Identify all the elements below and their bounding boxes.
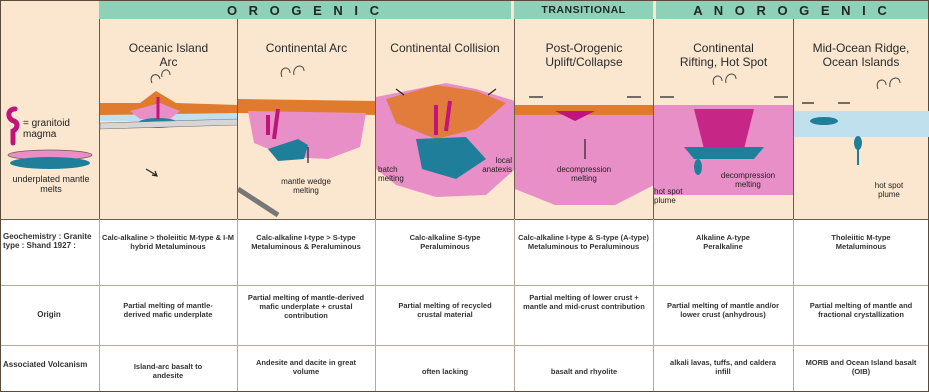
- row-divider-2: [1, 345, 928, 346]
- header-orogenic: O R O G E N I C: [99, 1, 511, 19]
- cell-volc-post-orogenic: basalt and rhyolite: [521, 367, 647, 376]
- cell-volc-continental-arc: Andesite and dacite in great volume: [255, 358, 357, 376]
- cell-origin-continental-arc: Partial melting of mantle-derived mafic …: [247, 293, 365, 320]
- title-continental-collision: Continental Collision: [376, 41, 514, 55]
- cell-volc-mid-ocean-ridge: MORB and Ocean Island basalt (OIB): [801, 358, 921, 376]
- cell-volc-oceanic-island-arc: Island-arc basalt to andesite: [127, 362, 209, 380]
- col-divider-0: [99, 219, 100, 391]
- panel-continental-arc: Continental Arc mantle wedge melting: [237, 19, 375, 219]
- label-decompression-melting-2: decompression melting: [708, 171, 788, 189]
- cell-origin-oceanic-island-arc: Partial melting of mantle-derived mafic …: [119, 301, 217, 319]
- cell-geochem-mid-ocean-ridge: Tholeiitic M-type Metaluminous: [819, 233, 903, 251]
- label-hot-spot-plume-1: hot spot plume: [654, 187, 690, 205]
- header-anorogenic: A N O R O G E N I C: [656, 1, 928, 19]
- col-divider-4: [653, 219, 654, 391]
- cell-geochem-post-orogenic: Calc-alkaline I-type & S-type (A-type) M…: [516, 233, 651, 251]
- title-mid-ocean-ridge: Mid-Ocean Ridge, Ocean Islands: [794, 41, 928, 69]
- row-divider-1: [1, 285, 928, 286]
- col-divider-2: [375, 219, 376, 391]
- panel-continental-rifting: Continental Rifting, Hot Spot hot spot p…: [653, 19, 793, 219]
- cell-geochem-oceanic-island-arc: Calc-alkaline > tholeiitic M-type & I-M …: [101, 233, 235, 251]
- cell-volc-continental-collision: often lacking: [397, 367, 493, 376]
- label-hot-spot-plume-2: hot spot plume: [864, 181, 914, 199]
- granitoid-legend-label: = granitoid magma: [23, 118, 95, 140]
- cell-volc-continental-rifting: alkali lavas, tuffs, and caldera infill: [665, 358, 781, 376]
- table-top-border: [1, 219, 928, 220]
- panel-continental-collision: Continental Collision batch melting loca…: [375, 19, 514, 219]
- header-transitional: TRANSITIONAL: [514, 1, 653, 19]
- label-decompression-melting-1: decompression melting: [545, 165, 623, 183]
- cell-geochem-continental-rifting: Alkaline A-type Peralkaline: [683, 233, 763, 251]
- underplated-legend-icon: [6, 149, 94, 171]
- cell-origin-continental-rifting: Partial melting of mantle and/or lower c…: [657, 301, 789, 319]
- title-post-orogenic: Post-Orogenic Uplift/Collapse: [515, 41, 653, 69]
- panel-post-orogenic: Post-Orogenic Uplift/Collapse decompress…: [514, 19, 653, 219]
- panel-mid-ocean-ridge: Mid-Ocean Ridge, Ocean Islands hot spot …: [793, 19, 928, 219]
- col-divider-3: [514, 219, 515, 391]
- label-mantle-wedge-melting: mantle wedge melting: [278, 177, 334, 195]
- label-local-anatexis: local anatexis: [476, 156, 512, 174]
- cell-origin-mid-ocean-ridge: Partial melting of mantle and fractional…: [797, 301, 925, 319]
- col-divider-1: [237, 219, 238, 391]
- granitoid-legend-icon: [5, 107, 25, 147]
- title-continental-rifting: Continental Rifting, Hot Spot: [654, 41, 793, 69]
- row-label-origin: Origin: [3, 310, 95, 319]
- cell-origin-post-orogenic: Partial melting of lower crust + mantle …: [519, 293, 649, 311]
- col-divider-5: [793, 219, 794, 391]
- legend-panel: = granitoid magma underplated mantle mel…: [1, 19, 99, 219]
- cell-geochem-continental-arc: Calc-alkaline I-type > S-type Metalumino…: [251, 233, 361, 251]
- title-oceanic-island-arc: Oceanic Island Arc: [100, 41, 237, 69]
- label-batch-melting: batch melting: [378, 165, 412, 183]
- panel-oceanic-island-arc: Oceanic Island Arc: [99, 19, 237, 219]
- row-label-geochemistry: Geochemistry : Granite type : Shand 1927…: [3, 232, 95, 250]
- underplated-legend-label: underplated mantle melts: [7, 174, 95, 194]
- title-continental-arc: Continental Arc: [238, 41, 375, 55]
- cell-geochem-continental-collision: Calc-alkaline S-type Peraluminous: [397, 233, 493, 251]
- cell-origin-continental-collision: Partial melting of recycled crustal mate…: [397, 301, 493, 319]
- row-label-volcanism: Associated Volcanism: [3, 360, 95, 369]
